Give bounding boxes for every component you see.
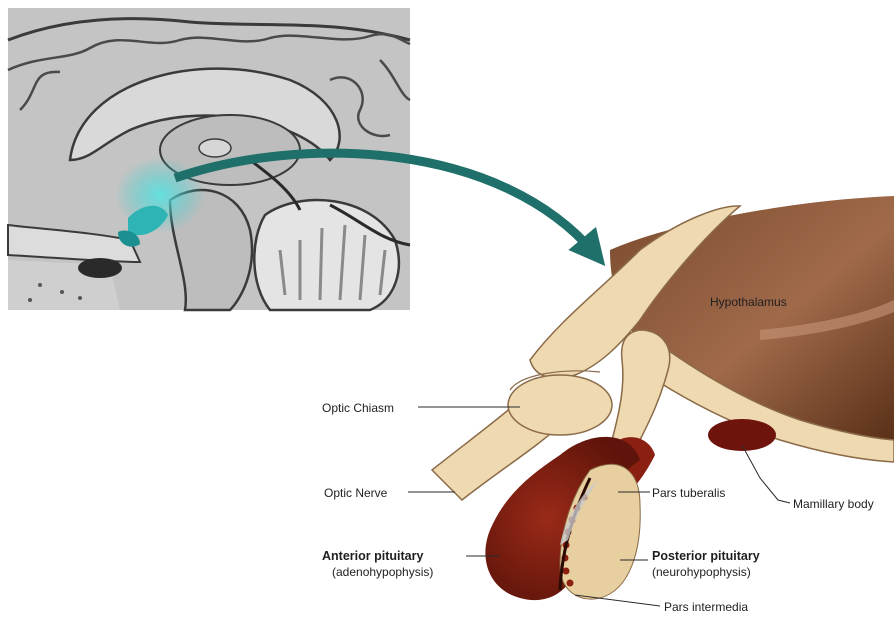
label-mamillary-body: Mamillary body: [793, 497, 874, 511]
pituitary-illustration: [432, 196, 894, 600]
optic-chiasm-shape: [508, 375, 612, 435]
label-optic-chiasm: Optic Chiasm: [322, 401, 394, 415]
label-posterior-pituitary: Posterior pituitary: [652, 549, 760, 563]
label-pars-intermedia: Pars intermedia: [664, 600, 748, 614]
label-anterior-pituitary: Anterior pituitary: [322, 549, 423, 563]
mamillary-body-shape: [708, 419, 776, 451]
label-posterior-pituitary-sub: (neurohypophysis): [652, 565, 751, 579]
label-pars-tuberalis: Pars tuberalis: [652, 486, 725, 500]
brain-sagittal-inset: [8, 8, 410, 310]
label-hypothalamus: Hypothalamus: [710, 295, 787, 309]
label-optic-nerve: Optic Nerve: [324, 486, 388, 500]
label-anterior-pituitary-sub: (adenohypophysis): [332, 565, 433, 579]
